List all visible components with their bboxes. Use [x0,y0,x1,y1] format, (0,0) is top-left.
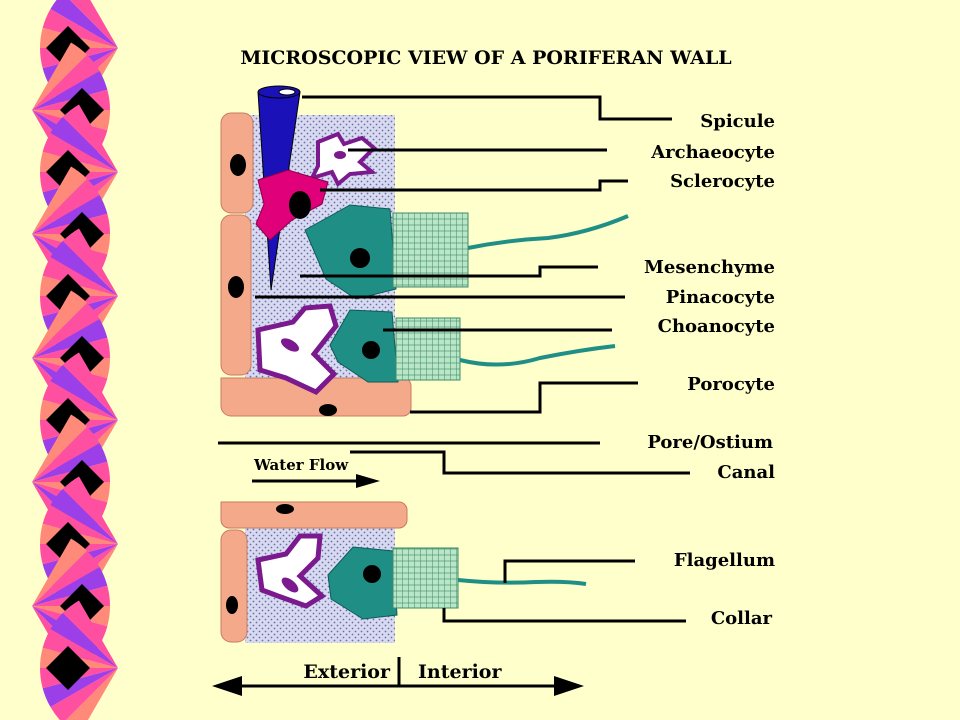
exterior-label: Exterior [303,661,391,683]
label-flagellum: Flagellum [674,550,775,571]
fan-wedge [32,195,108,234]
fan-wedge [32,414,88,482]
water-flow-arrow-icon [356,474,380,488]
interior-label: Interior [418,661,502,683]
archaeocyte-bottom [255,533,327,609]
diamond-icon [46,646,90,690]
label-mesenchyme: Mesenchyme [644,257,775,278]
label-collar: Collar [711,608,773,629]
fan-wedge [32,550,100,606]
fan-wedge [32,538,88,606]
fan-wedge [32,426,100,482]
label-pinacocyte: Pinacocyte [666,287,775,308]
fan-wedge [42,381,118,420]
label-porocyte: Porocyte [687,374,775,395]
fan-wedge [32,54,100,110]
fan-wedge [50,364,118,420]
fan-wedge [50,116,118,172]
fan-wedge [50,668,118,720]
label-choanocyte: Choanocyte [658,316,775,337]
fan-wedge [70,0,118,48]
fan-wedge [32,290,88,358]
fan-wedge [42,629,118,668]
upper-wall-section [220,85,629,417]
fan-wedge [32,42,88,110]
water-flow-indicator: Water Flow [252,456,380,488]
pinacocyte-cells-lower [220,501,408,643]
collar-bottom [392,547,459,609]
leader-lines [218,95,690,623]
choanocyte-bottom [327,546,398,620]
lower-wall-section [220,501,587,643]
decorative-fan-border [32,0,118,720]
label-sclerocyte: Sclerocyte [670,171,775,192]
fan-wedge [32,166,88,234]
pinacocyte-nuclei [228,154,337,416]
flagellum-upper [467,214,629,250]
label-canal: Canal [717,462,775,483]
fan-wedge [42,9,118,48]
label-spicule: Spicule [700,111,775,132]
fan-wedge [50,612,118,668]
arrow-left-icon [212,676,242,696]
fan-wedge [32,178,100,234]
fan-wedge [32,567,108,606]
fan-wedge [32,71,108,110]
label-pore-ostium: Pore/Ostium [647,432,773,453]
fan-wedge [32,443,108,482]
fan-wedge [42,133,118,172]
fan-wedge [32,302,100,358]
fan-wedge [62,104,118,172]
fan-wedge [32,319,108,358]
fan-wedge [65,668,118,720]
fan-wedge [50,0,118,48]
flagellum-lower [459,344,616,367]
fan-wedge [62,352,118,420]
fan-wedge [50,240,118,296]
fan-wedge [62,228,118,296]
fan-wedge [42,257,118,296]
fan-wedge [62,600,118,668]
fan-wedge [50,488,118,544]
fan-wedge [42,668,118,707]
flagellum-bottom [457,578,587,586]
arrow-right-icon [554,676,584,696]
collar-lower [395,317,461,381]
fan-wedge [42,505,118,544]
diagram-title: MICROSCOPIC VIEW OF A PORIFERAN WALL [240,47,731,69]
water-flow-label: Water Flow [253,456,349,474]
exterior-interior-axis: Exterior Interior [212,657,584,696]
label-archaeocyte: Archaeocyte [650,142,775,163]
fan-wedge [62,476,118,544]
structure-labels: Spicule Archaeocyte Sclerocyte Mesenchym… [644,111,775,629]
